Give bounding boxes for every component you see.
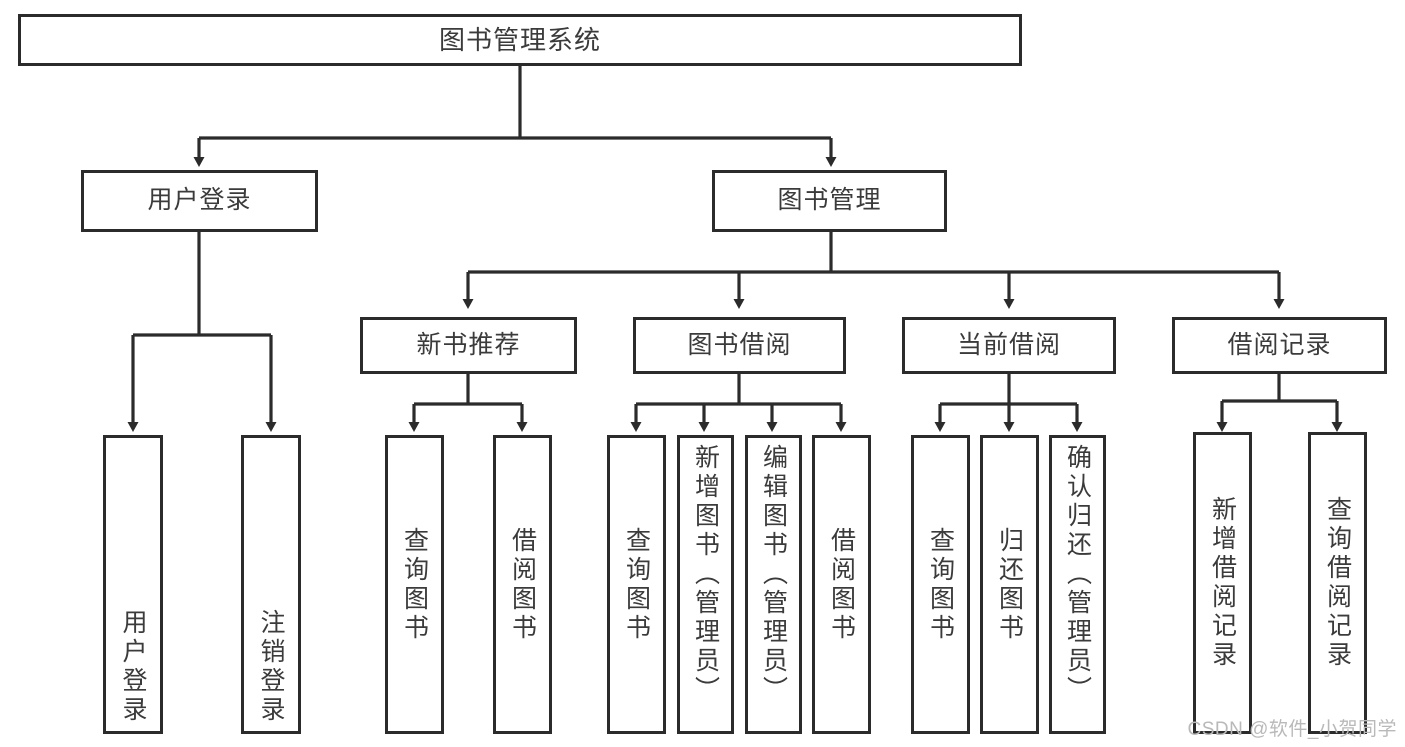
node-label: 图书借阅 [687,330,792,359]
leaf-label: 确认归还（管理员） [1063,444,1092,705]
leaf-borrow-borrow-book[interactable]: 借阅图书 [812,435,871,734]
leaf-user-login-signin[interactable]: 用户登录 [103,435,163,734]
leaf-current-query-book[interactable]: 查询图书 [911,435,970,734]
leaf-record-query-record[interactable]: 查询借阅记录 [1308,432,1367,734]
node-current-borrow[interactable]: 当前借阅 [902,317,1116,374]
leaf-new-book-query[interactable]: 查询图书 [385,435,444,734]
node-label: 用户登录 [147,186,252,215]
leaf-label: 用户登录 [119,609,147,725]
leaf-current-return-book[interactable]: 归还图书 [980,435,1039,734]
node-label: 借阅记录 [1227,330,1332,359]
leaf-label: 查询图书 [622,526,651,643]
leaf-new-book-borrow[interactable]: 借阅图书 [493,435,552,734]
node-book-borrow[interactable]: 图书借阅 [633,317,846,374]
leaf-current-confirm-return-admin[interactable]: 确认归还（管理员） [1049,435,1106,734]
leaf-record-add-record[interactable]: 新增借阅记录 [1193,432,1252,734]
leaf-label: 借阅图书 [508,526,537,643]
node-user-login[interactable]: 用户登录 [81,170,318,232]
leaf-label: 借阅图书 [827,526,856,643]
leaf-borrow-query-book[interactable]: 查询图书 [607,435,666,734]
leaf-label: 查询图书 [400,526,429,643]
node-book-management[interactable]: 图书管理 [712,170,947,232]
node-label: 当前借阅 [956,330,1061,359]
node-label: 图书管理 [777,186,882,215]
leaf-borrow-add-book-admin[interactable]: 新增图书（管理员） [677,435,734,734]
node-label: 图书管理系统 [438,24,601,55]
leaf-label: 查询借阅记录 [1323,496,1352,670]
node-new-book-recommend[interactable]: 新书推荐 [360,317,577,374]
csdn-watermark: CSDN @软件_小贺同学 [1187,719,1397,740]
leaf-label: 注销登录 [257,609,285,725]
leaf-label: 编辑图书（管理员） [759,444,788,705]
node-root-system[interactable]: 图书管理系统 [18,14,1022,66]
node-borrow-record[interactable]: 借阅记录 [1172,317,1387,374]
leaf-label: 新增图书（管理员） [691,444,720,705]
leaf-label: 查询图书 [926,526,955,643]
leaf-borrow-edit-book-admin[interactable]: 编辑图书（管理员） [745,435,802,734]
leaf-label: 新增借阅记录 [1208,496,1237,670]
node-label: 新书推荐 [416,330,521,359]
leaf-user-login-signout[interactable]: 注销登录 [241,435,301,734]
leaf-label: 归还图书 [995,526,1024,643]
